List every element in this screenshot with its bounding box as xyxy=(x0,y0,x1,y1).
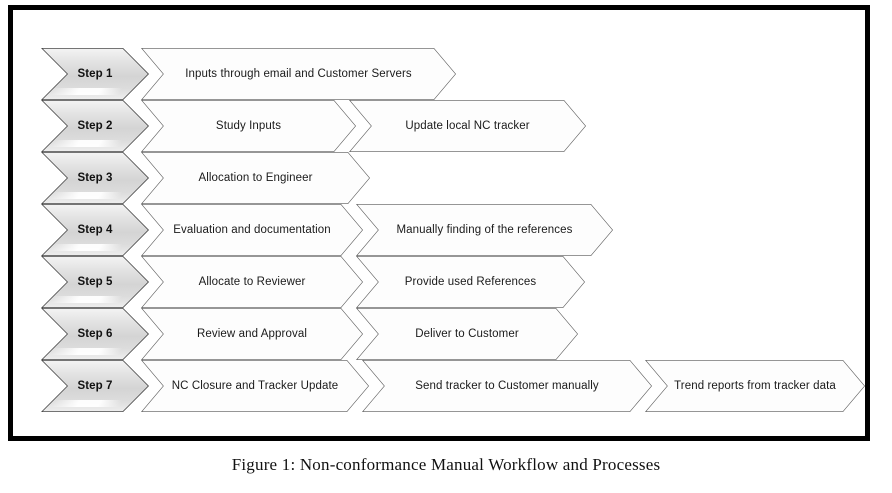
step-chevron-6[interactable]: Step 6 xyxy=(41,308,149,360)
task-chevron-3-1[interactable]: Allocation to Engineer xyxy=(141,152,370,204)
task-label: Review and Approval xyxy=(197,327,307,340)
chevron-sheen xyxy=(47,140,123,147)
step-label: Step 6 xyxy=(77,327,113,340)
task-label: Provide used References xyxy=(404,275,537,288)
step-chevron-1[interactable]: Step 1 xyxy=(41,48,149,100)
task-chevron-5-2[interactable]: Provide used References xyxy=(356,256,585,308)
task-label: Inputs through email and Customer Server… xyxy=(185,67,412,80)
chevron-sheen xyxy=(47,400,123,407)
task-label: Update local NC tracker xyxy=(405,119,530,132)
task-chevron-4-1[interactable]: Evaluation and documentation xyxy=(141,204,363,256)
step-label: Step 3 xyxy=(77,171,113,184)
task-chevron-7-3[interactable]: Trend reports from tracker data xyxy=(645,360,865,412)
task-label: Send tracker to Customer manually xyxy=(415,379,599,392)
step-chevron-2[interactable]: Step 2 xyxy=(41,100,149,152)
task-label: Allocation to Engineer xyxy=(198,171,313,184)
task-chevron-7-1[interactable]: NC Closure and Tracker Update xyxy=(141,360,369,412)
task-label: Manually finding of the references xyxy=(396,223,573,236)
figure-frame: Step 1 Inputs through email and Customer … xyxy=(8,5,870,441)
task-chevron-6-1[interactable]: Review and Approval xyxy=(141,308,363,360)
task-chevron-1-1[interactable]: Inputs through email and Customer Server… xyxy=(141,48,456,100)
task-chevron-5-1[interactable]: Allocate to Reviewer xyxy=(141,256,363,308)
step-label: Step 7 xyxy=(77,379,113,392)
step-chevron-4[interactable]: Step 4 xyxy=(41,204,149,256)
task-chevron-2-2[interactable]: Update local NC tracker xyxy=(349,100,586,152)
figure-caption: Figure 1: Non-conformance Manual Workflo… xyxy=(231,455,661,474)
chevron-sheen xyxy=(47,348,123,355)
figure-frame-inner: Step 1 Inputs through email and Customer … xyxy=(13,10,865,436)
task-label: Allocate to Reviewer xyxy=(198,275,306,288)
workflow-diagram: Step 1 Inputs through email and Customer … xyxy=(13,10,865,436)
chevron-sheen xyxy=(47,192,123,199)
step-label: Step 1 xyxy=(77,67,113,80)
step-chevron-7[interactable]: Step 7 xyxy=(41,360,149,412)
task-label: Trend reports from tracker data xyxy=(674,379,836,392)
task-label: Evaluation and documentation xyxy=(173,223,331,236)
task-chevron-6-2[interactable]: Deliver to Customer xyxy=(356,308,578,360)
task-label: Study Inputs xyxy=(215,119,282,132)
task-label: NC Closure and Tracker Update xyxy=(171,379,339,392)
chevron-sheen xyxy=(47,244,123,251)
task-chevron-7-2[interactable]: Send tracker to Customer manually xyxy=(362,360,652,412)
chevron-sheen xyxy=(47,296,123,303)
task-chevron-4-2[interactable]: Manually finding of the references xyxy=(356,204,613,256)
step-chevron-3[interactable]: Step 3 xyxy=(41,152,149,204)
task-label: Deliver to Customer xyxy=(415,327,519,340)
step-label: Step 2 xyxy=(77,119,113,132)
chevron-sheen xyxy=(47,88,123,95)
task-chevron-2-1[interactable]: Study Inputs xyxy=(141,100,356,152)
step-label: Step 4 xyxy=(77,223,113,236)
step-chevron-5[interactable]: Step 5 xyxy=(41,256,149,308)
step-label: Step 5 xyxy=(77,275,113,288)
